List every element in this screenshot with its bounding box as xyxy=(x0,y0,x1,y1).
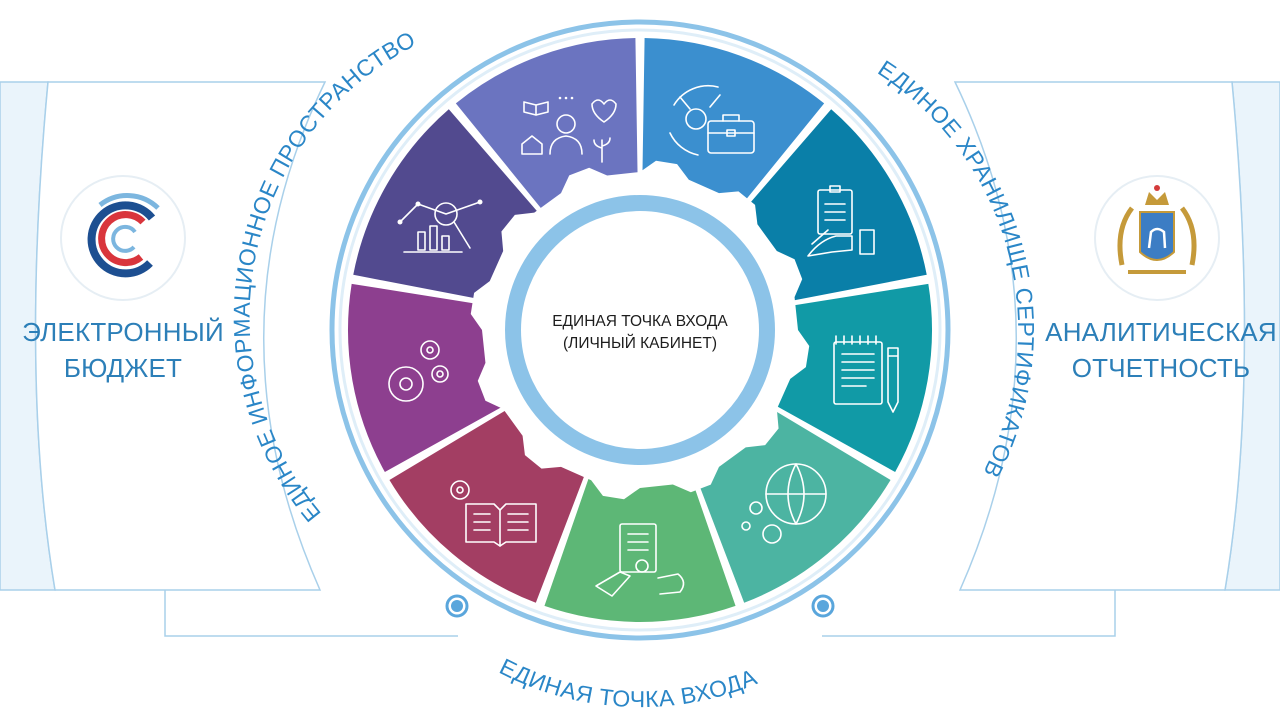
analytical-reporting-label-line1: АНАЛИТИЧЕСКАЯ xyxy=(1045,317,1277,347)
notepad-pencil-icon xyxy=(833,335,899,413)
segment-settings xyxy=(348,283,509,473)
briefcase-target-icon xyxy=(669,84,755,156)
center-title-line2: (ЛИЧНЫЙ КАБИНЕТ) xyxy=(563,334,717,352)
ring-label-bottom: ЕДИНАЯ ТОЧКА ВХОДА xyxy=(496,653,761,711)
segment-touch-document xyxy=(544,471,736,623)
analytical-reporting-label: АНАЛИТИЧЕСКАЯ ОТЧЕТНОСТЬ xyxy=(1042,314,1280,386)
document-signing-icon xyxy=(807,185,875,257)
globe-gears-icon xyxy=(741,463,827,544)
segment-global-settings xyxy=(693,407,891,603)
electronic-budget-label-line2: БЮДЖЕТ xyxy=(63,353,183,383)
center-hub: ЕДИНАЯ ТОЧКА ВХОДА (ЛИЧНЫЙ КАБИНЕТ) xyxy=(470,160,810,500)
electronic-budget-label: ЭЛЕКТРОННЫЙ БЮДЖЕТ xyxy=(8,314,238,386)
electronic-budget-logo xyxy=(60,175,186,301)
segment-targets-briefcase xyxy=(642,38,825,214)
gears-icon xyxy=(388,340,449,402)
segment-signing xyxy=(738,109,927,302)
social-services-icon xyxy=(521,96,617,163)
analytics-chart-icon xyxy=(397,199,483,253)
center-title-line1: ЕДИНАЯ ТОЧКА ВХОДА xyxy=(552,313,728,330)
segment-analytics xyxy=(353,109,542,302)
samara-region-coat-of-arms xyxy=(1094,175,1220,301)
touch-document-icon xyxy=(595,523,685,597)
analytical-reporting-label-line2: ОТЧЕТНОСТЬ xyxy=(1071,353,1251,383)
electronic-budget-label-line1: ЭЛЕКТРОННЫЙ xyxy=(22,317,224,347)
book-gear-icon xyxy=(450,480,537,547)
ring-connector-dots xyxy=(445,594,835,618)
